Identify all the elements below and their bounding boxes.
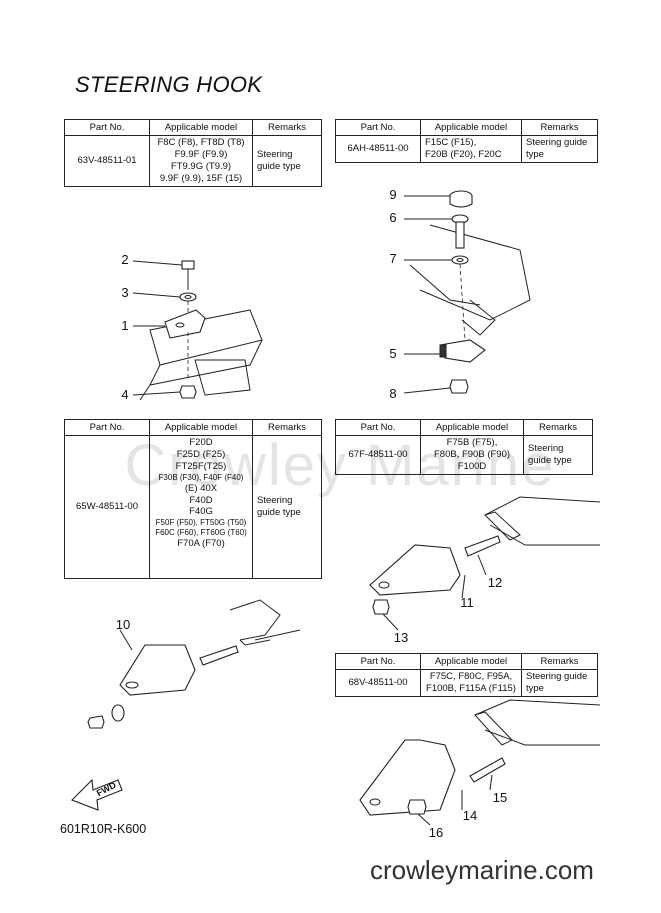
nut	[87, 715, 105, 729]
callout-15: 15	[492, 790, 508, 805]
steering-hook	[439, 339, 486, 363]
model-line: F60C (F60), FT60G (T60)	[155, 528, 247, 538]
model-line: FT25F(T25)	[175, 460, 227, 472]
model-line: F75C, F80C, F95A,	[429, 671, 513, 682]
header-remarks: Remarks	[252, 119, 322, 136]
steering-hook	[359, 739, 456, 816]
bolt	[469, 757, 506, 783]
header-remarks: Remarks	[523, 419, 593, 436]
model-line: F75B (F75),	[446, 437, 498, 448]
page-title: STEERING HOOK	[75, 72, 263, 97]
website-footer: crowleymarine.com	[370, 855, 594, 885]
washer	[111, 704, 125, 722]
remarks: Steering guide type	[252, 435, 322, 579]
callout-10: 10	[115, 617, 131, 632]
callout-5: 5	[389, 346, 397, 361]
nut	[372, 599, 390, 615]
model-line: 9.9F (9.9), 15F (15)	[159, 172, 243, 184]
part-number: 67F-48511-00	[335, 435, 421, 475]
model-line: F100B, F115A (F115)	[426, 682, 516, 694]
steering-hook	[164, 309, 206, 339]
part-number: 6AH-48511-00	[335, 135, 421, 163]
bolt-shank	[455, 221, 465, 249]
model-line: F20B (F20), F20C	[425, 148, 502, 160]
callout-8: 8	[389, 386, 397, 401]
model-line: F70A (F70)	[177, 538, 225, 550]
parts-table-68v: Part No. Applicable model Remarks 68V-48…	[335, 653, 598, 697]
nut	[407, 799, 427, 815]
header-part-no: Part No.	[335, 119, 421, 136]
header-remarks: Remarks	[521, 119, 598, 136]
steering-hook	[369, 544, 461, 596]
model-line: F15C (F15),	[425, 137, 477, 148]
parts-table-65w: Part No. Applicable model Remarks 65W-48…	[64, 419, 322, 579]
diagram-68v-hook	[359, 699, 601, 826]
callout-11: 11	[460, 595, 474, 610]
remarks: Steering guide type	[521, 669, 598, 697]
model-line: F100D	[457, 460, 487, 472]
model-line: F40D	[189, 494, 213, 506]
nut	[449, 379, 469, 394]
model-line: F50F (F50), FT50G (T50)	[155, 518, 247, 528]
model-line: F80B, F90B (F90)	[433, 448, 511, 460]
model-line: F30B (F30), F40F (F40)	[158, 472, 244, 482]
callout-12: 12	[487, 575, 503, 590]
model-line: F9.9F (F9.9)	[174, 148, 228, 160]
applicable-models: F8C (F8), FT8D (T8) F9.9F (F9.9) FT9.9G …	[149, 135, 253, 187]
part-number: 65W-48511-00	[64, 435, 150, 579]
fwd-arrow-icon	[71, 778, 123, 811]
remarks: Steering guide type	[252, 135, 322, 187]
diagram-65w-hook	[87, 599, 301, 729]
callout-7: 7	[389, 251, 397, 266]
callout-4: 4	[121, 387, 129, 402]
callout-14: 14	[462, 808, 478, 823]
bolt-head	[181, 260, 195, 270]
parts-table-63v: Part No. Applicable model Remarks 63V-48…	[64, 119, 322, 187]
bolt	[464, 535, 501, 557]
model-line: F20D	[189, 437, 213, 448]
parts-table-67f: Part No. Applicable model Remarks 67F-48…	[335, 419, 593, 475]
remarks: Steering guide type	[523, 435, 593, 475]
model-line: F40G	[189, 506, 213, 518]
steering-hook	[119, 644, 196, 696]
applicable-models: F75B (F75), F80B, F90B (F90) F100D	[420, 435, 524, 475]
callout-16: 16	[428, 825, 444, 840]
callout-13: 13	[393, 630, 409, 645]
applicable-models: F15C (F15), F20B (F20), F20C	[420, 135, 522, 163]
remarks: Steering guide type	[521, 135, 598, 163]
callout-3: 3	[121, 285, 129, 300]
bolt	[199, 645, 239, 666]
model-line: (E) 40X	[184, 482, 218, 494]
model-line: F8C (F8), FT8D (T8)	[157, 137, 245, 148]
part-number: 68V-48511-00	[335, 669, 421, 697]
nut	[179, 385, 197, 399]
callout-9: 9	[389, 187, 397, 202]
model-line: FT9.9G (T9.9)	[170, 160, 232, 172]
parts-table-6ah: Part No. Applicable model Remarks 6AH-48…	[335, 119, 598, 163]
diagram-67f-hook	[369, 496, 601, 631]
callout-1: 1	[121, 318, 129, 333]
callout-6: 6	[389, 210, 397, 225]
applicable-models: F20D F25D (F25) FT25F(T25) F30B (F30), F…	[149, 435, 253, 579]
header-remarks: Remarks	[521, 653, 598, 670]
model-line: F25D (F25)	[176, 448, 226, 460]
catalog-code: 601R10R-K600	[60, 822, 147, 836]
diagram-6ah-hook	[403, 190, 531, 394]
callout-2: 2	[121, 252, 129, 267]
diagram-63v-hook	[132, 260, 263, 401]
header-applicable-model: Applicable model	[420, 119, 522, 136]
